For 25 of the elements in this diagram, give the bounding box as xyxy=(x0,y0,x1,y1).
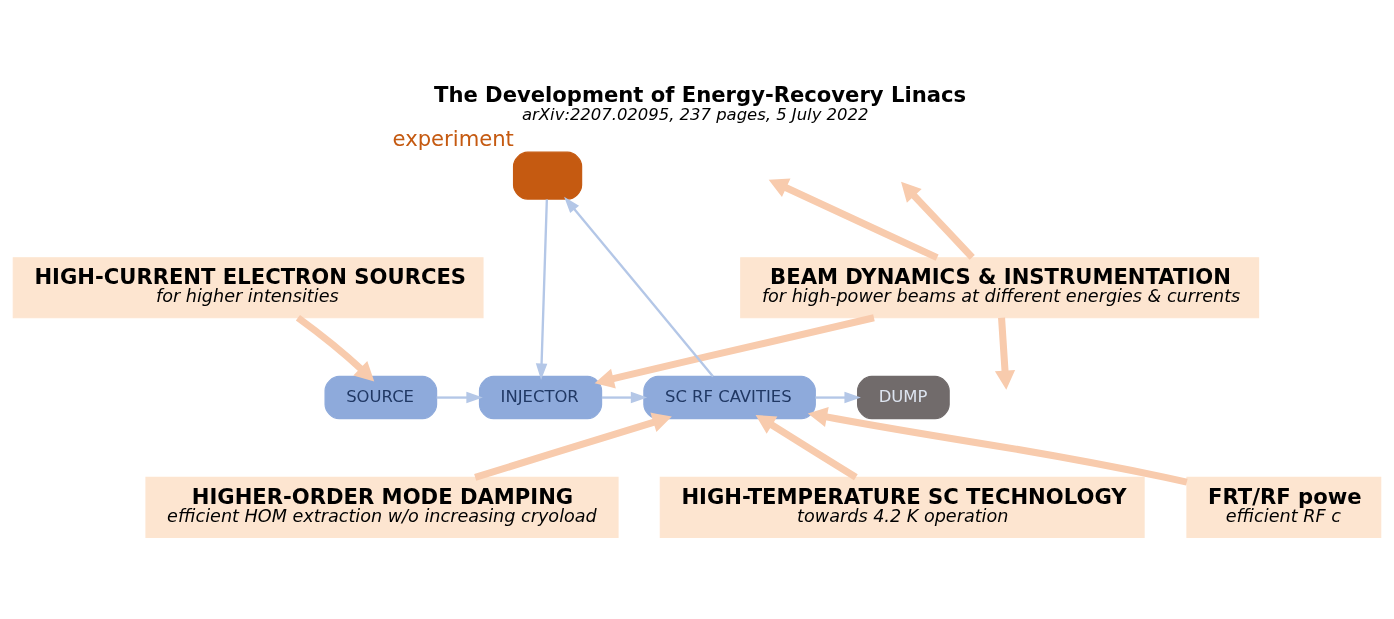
diagram-title: The Development of Energy-Recovery Linacs xyxy=(433,82,967,108)
node-box: INJECTOR xyxy=(478,375,603,420)
node-box: DUMP xyxy=(857,375,950,420)
arrow xyxy=(594,314,875,389)
arrow xyxy=(815,391,861,404)
arrow xyxy=(807,406,1188,486)
node-box: SOURCE xyxy=(324,375,438,420)
arrow xyxy=(474,412,672,481)
arrow xyxy=(436,391,483,404)
arrow xyxy=(295,314,375,382)
arrow xyxy=(901,181,975,260)
node-box: BEAM DYNAMICS & INSTRUMENTATION for high-power beams at different energies & currents xyxy=(740,257,1260,319)
node-box: FRT/RF powe efficient RF c xyxy=(1186,476,1382,538)
arrow xyxy=(601,391,648,404)
node-label: experiment xyxy=(392,125,514,151)
node-box: HIGH-TEMPERATURE SC TECHNOLOGY towards 4.2 K operation xyxy=(659,476,1145,538)
arrow xyxy=(564,196,714,378)
node-box: SC RF CAVITIES xyxy=(643,375,816,420)
node-box: HIGHER-ORDER MODE DAMPING efficient HOM extraction w/o increasing cryoload xyxy=(145,476,619,538)
node-box: HIGH-CURRENT ELECTRON SOURCES for higher intensities xyxy=(12,257,484,319)
arrow xyxy=(755,414,858,481)
arrow xyxy=(535,199,549,380)
node-box xyxy=(512,151,583,200)
arrow xyxy=(768,178,939,261)
arrow xyxy=(994,317,1016,390)
